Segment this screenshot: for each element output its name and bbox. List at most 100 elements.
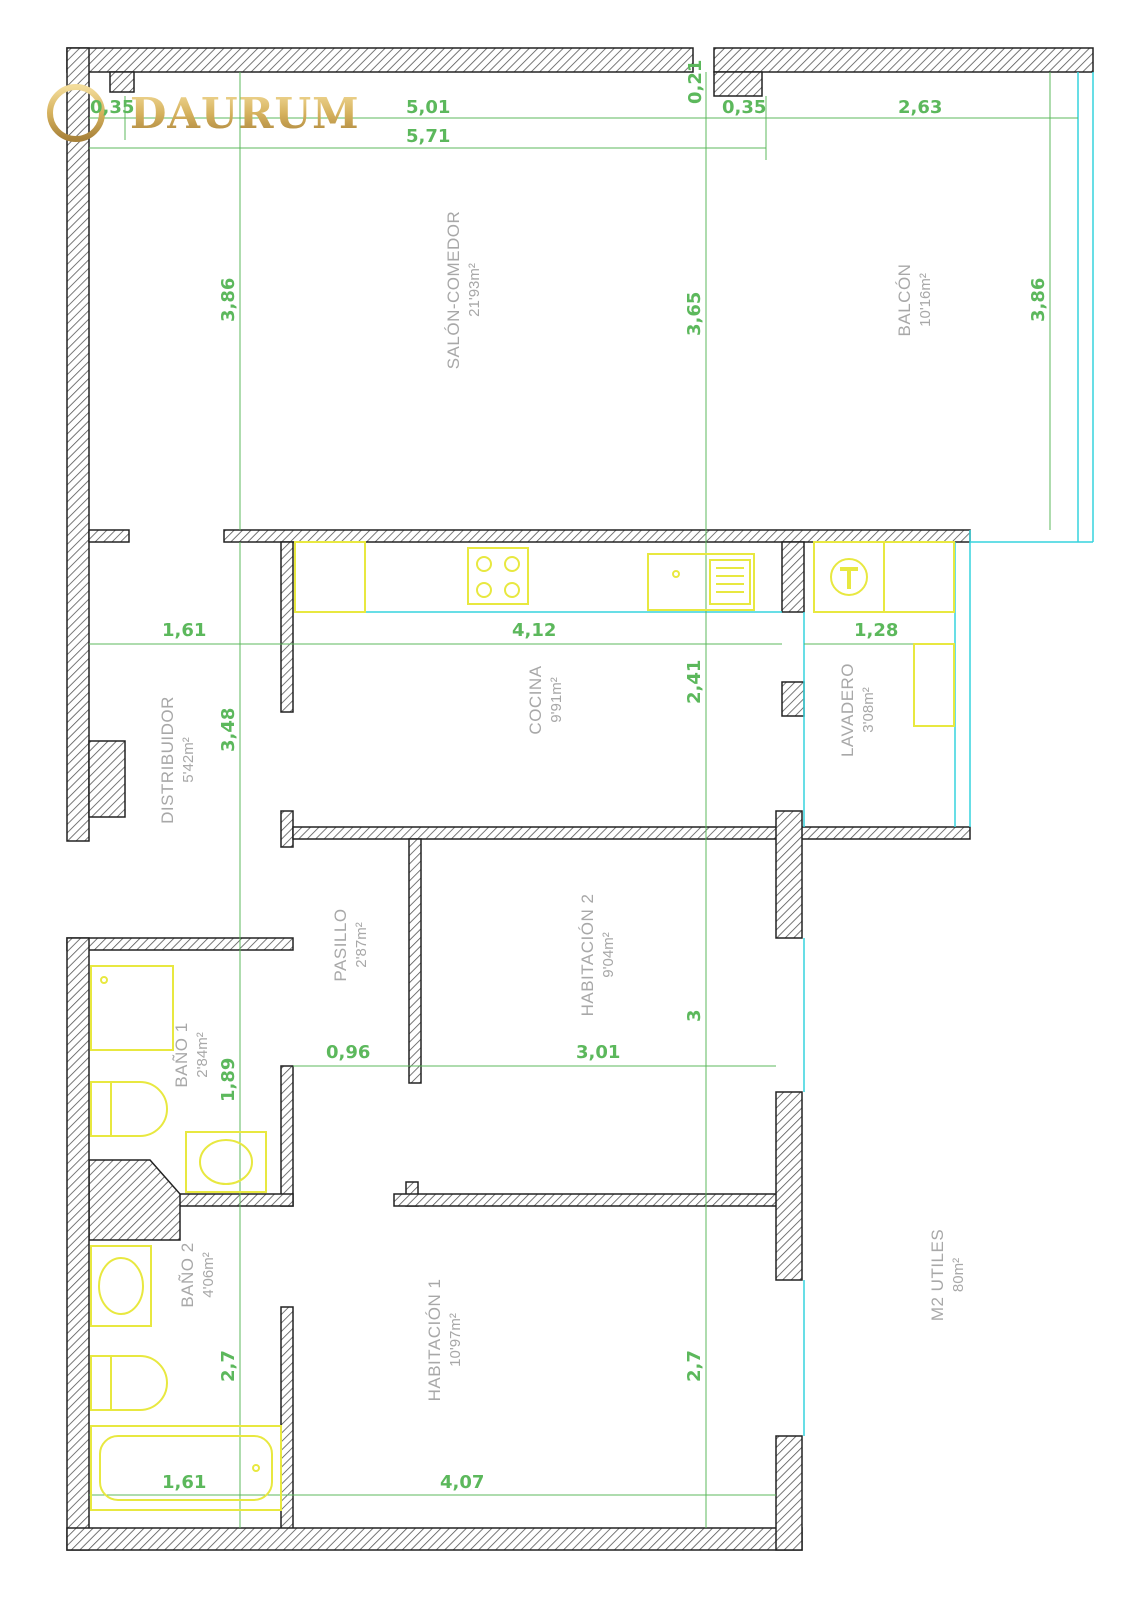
room-salon: SALÓN-COMEDOR 21'93m²	[444, 211, 483, 370]
water-heater-icon	[813, 541, 885, 613]
dim-mid-348: 3,48	[218, 708, 239, 752]
shower-tray	[90, 965, 174, 1051]
wall-hab2-left	[408, 838, 422, 1084]
dimension-labels: 0,35 5,01 0,21 0,35 2,63 5,71 3,86 3,65 …	[90, 60, 1049, 1493]
wall-pillar-top-left	[109, 71, 135, 93]
room-salon-area: 21'93m²	[466, 263, 483, 317]
wall-bath-wedge	[88, 1159, 181, 1241]
room-habitacion1: HABITACIÓN 1 10'97m²	[425, 1279, 464, 1402]
room-lavadero: LAVADERO 3'08m²	[838, 663, 877, 757]
room-habitacion1-name: HABITACIÓN 1	[425, 1279, 444, 1402]
wall-hab2-bottom	[393, 1193, 785, 1207]
room-bano2: BAÑO 2 4'06m²	[178, 1242, 217, 1307]
logo-mark	[47, 84, 105, 142]
room-pasillo-area: 2'87m²	[353, 922, 370, 967]
kitchen-counter-left	[294, 541, 366, 613]
lavadero-sink	[913, 643, 955, 727]
room-cocina-area: 9'91m²	[548, 677, 565, 722]
room-cocina-name: COCINA	[526, 665, 545, 734]
wall-kitchen-left-lower	[280, 810, 294, 848]
wall-left-bump	[88, 740, 126, 818]
wall-pillar-top-mid	[713, 71, 763, 97]
dim-top-571: 5,71	[406, 126, 450, 147]
washbasin-icon	[185, 1131, 267, 1193]
wall-bath-right-upper	[280, 1065, 294, 1207]
dim-mid-128: 1,28	[854, 620, 898, 641]
dim-top-035-right: 0,35	[722, 97, 766, 118]
dim-bano1-189: 1,89	[218, 1058, 239, 1102]
room-distribuidor-name: DISTRIBUIDOR	[158, 696, 177, 824]
wall-kitchen-bottom	[292, 826, 971, 840]
room-habitacion2-area: 9'04m²	[600, 932, 617, 977]
room-balcon-area: 10'16m²	[917, 273, 934, 327]
room-lavadero-area: 3'08m²	[860, 687, 877, 732]
dim-hab2-301: 3,01	[576, 1042, 620, 1063]
dim-hab2-3: 3	[684, 1009, 705, 1022]
room-habitacion2-name: HABITACIÓN 2	[578, 894, 597, 1017]
room-pasillo: PASILLO 2'87m²	[331, 908, 370, 981]
room-habitacion1-area: 10'97m²	[447, 1313, 464, 1367]
room-pasillo-name: PASILLO	[331, 908, 350, 981]
walls	[66, 47, 1094, 1551]
wall-bath-top	[66, 937, 294, 951]
wall-salon-kitchen	[223, 529, 971, 543]
dim-mid-241: 2,41	[684, 660, 705, 704]
lavadero-counter	[883, 541, 955, 613]
dim-top-035-left: 0,35	[90, 97, 134, 118]
room-bano1-name: BAÑO 1	[172, 1022, 191, 1087]
dim-hab1-27-right: 2,7	[684, 1350, 705, 1382]
wall-salon-left-stub	[88, 529, 130, 543]
wall-kitchen-lavadero	[781, 541, 805, 613]
stove-icon	[467, 547, 529, 605]
dim-bottom-407: 4,07	[440, 1472, 484, 1493]
room-bano2-name: BAÑO 2	[178, 1242, 197, 1307]
wall-kitchen-lavadero-stub	[781, 681, 805, 717]
room-distribuidor-area: 5'42m²	[180, 737, 197, 782]
wall-left-lower	[66, 937, 90, 1551]
room-habitacion2: HABITACIÓN 2 9'04m²	[578, 894, 617, 1017]
room-total: M2 UTILES 80m²	[928, 1229, 967, 1321]
washbasin-icon	[90, 1245, 152, 1327]
wall-left-upper	[66, 47, 90, 842]
wall-bath2-right	[280, 1306, 294, 1538]
room-salon-name: SALÓN-COMEDOR	[444, 211, 463, 370]
daurum-logo: DAURUM	[47, 84, 360, 142]
dim-top-021: 0,21	[685, 60, 706, 104]
dim-pasillo-096: 0,96	[326, 1042, 370, 1063]
wall-pillar-mid	[775, 810, 803, 939]
sink-icon	[647, 553, 755, 611]
dim-hab1-27-left: 2,7	[218, 1350, 239, 1382]
bathtub-icon	[90, 1425, 282, 1511]
dim-salon-365: 3,65	[684, 292, 705, 336]
wall-bottom	[66, 1527, 803, 1551]
dim-mid-161: 1,61	[162, 620, 206, 641]
room-labels: SALÓN-COMEDOR 21'93m² BALCÓN 10'16m² COC…	[158, 211, 967, 1402]
room-total-name: M2 UTILES	[928, 1229, 947, 1321]
room-bano1: BAÑO 1 2'84m²	[172, 1022, 211, 1087]
dimension-lines	[89, 72, 1078, 1528]
dim-top-501: 5,01	[406, 97, 450, 118]
wall-right-bottom	[775, 1435, 803, 1551]
dim-mid-412: 4,12	[512, 620, 556, 641]
logo-text: DAURUM	[130, 89, 360, 138]
room-balcon: BALCÓN 10'16m²	[895, 264, 934, 337]
dim-top-263: 2,63	[898, 97, 942, 118]
dim-balcon-386: 3,86	[1028, 278, 1049, 322]
room-distribuidor: DISTRIBUIDOR 5'42m²	[158, 696, 197, 824]
wall-top-right	[713, 47, 1094, 73]
toilet-icon	[90, 1355, 168, 1411]
room-total-area: 80m²	[950, 1258, 967, 1292]
wall-kitchen-left	[280, 541, 294, 713]
room-bano2-area: 4'06m²	[200, 1252, 217, 1297]
room-cocina: COCINA 9'91m²	[526, 665, 565, 734]
room-bano1-area: 2'84m²	[194, 1032, 211, 1077]
room-balcon-name: BALCÓN	[895, 264, 914, 337]
room-lavadero-name: LAVADERO	[838, 663, 857, 757]
toilet-icon	[90, 1081, 168, 1137]
dim-salon-386-left: 3,86	[218, 278, 239, 322]
wall-pillar-hab2-right	[775, 1091, 803, 1281]
dim-bottom-161: 1,61	[162, 1472, 206, 1493]
wall-top-left	[66, 47, 694, 73]
furniture	[90, 541, 955, 1511]
